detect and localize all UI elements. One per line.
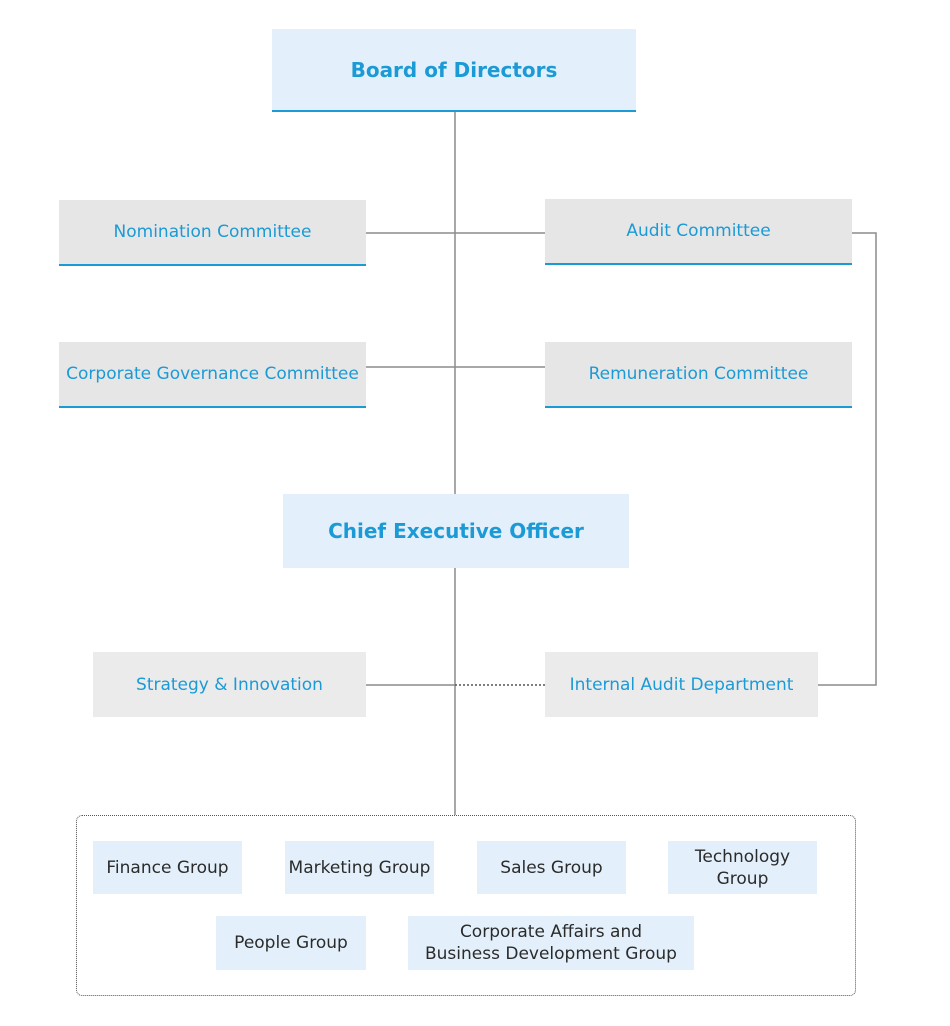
audit-committee-to-internal-audit-line	[818, 232, 877, 686]
corporate-governance-committee-box: Corporate Governance Committee	[59, 342, 366, 408]
technology-group-box: Technology Group	[668, 841, 817, 894]
nomination-committee-box: Nomination Committee	[59, 200, 366, 266]
finance-group-box: Finance Group	[93, 841, 242, 894]
remuneration-committee-box: Remuneration Committee	[545, 342, 852, 408]
internal-audit-department-box: Internal Audit Department	[545, 652, 818, 717]
chief-executive-officer-box: Chief Executive Officer	[283, 494, 629, 568]
sales-group-box: Sales Group	[477, 841, 626, 894]
corporate-affairs-group-box: Corporate Affairs and Business Developme…	[408, 916, 694, 970]
people-group-box: People Group	[216, 916, 366, 970]
marketing-group-box: Marketing Group	[285, 841, 434, 894]
business-groups-container	[76, 815, 856, 996]
strategy-innovation-box: Strategy & Innovation	[93, 652, 366, 717]
audit-committee-box: Audit Committee	[545, 199, 852, 265]
board-of-directors-box: Board of Directors	[272, 29, 636, 112]
